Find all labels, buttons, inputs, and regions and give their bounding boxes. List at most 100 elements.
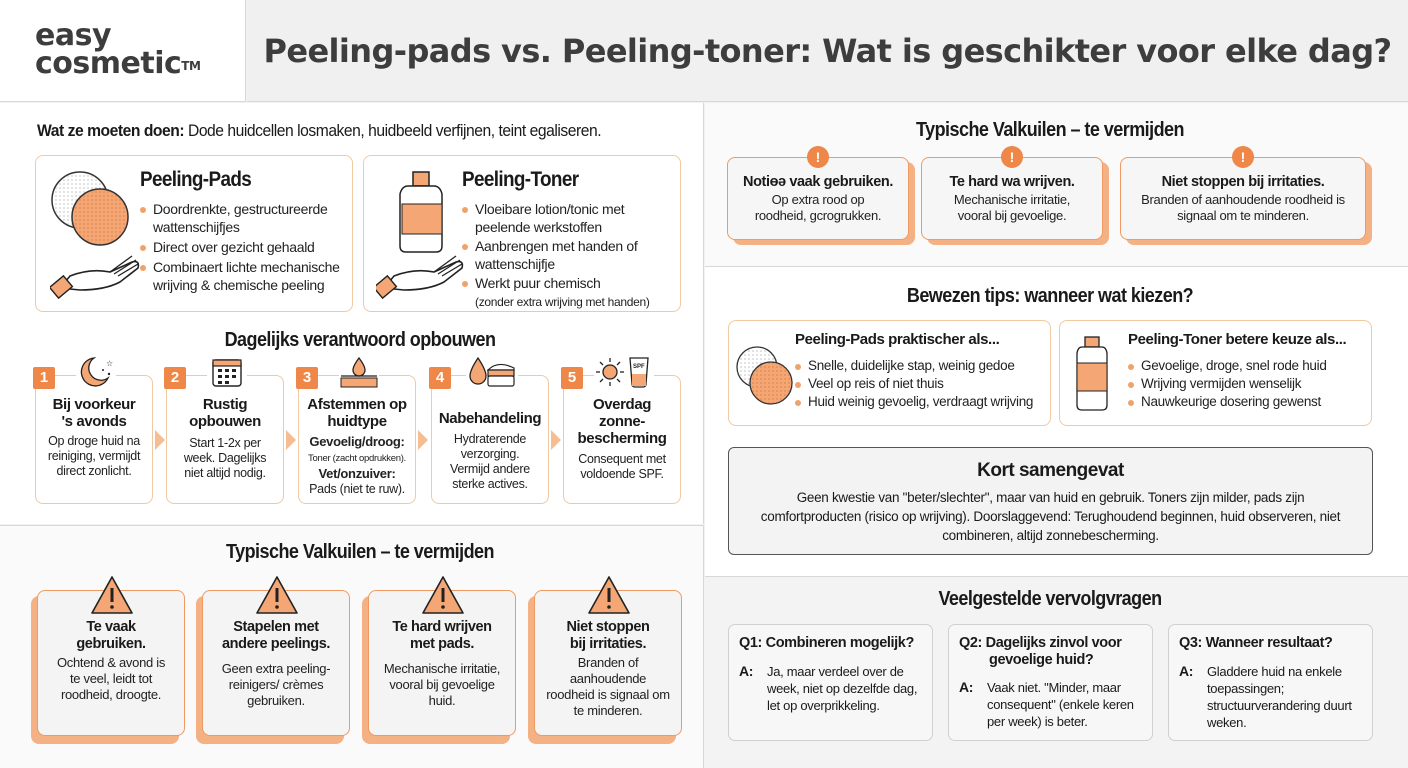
bullet: Nauwkeurige dosering gewenst bbox=[1128, 393, 1327, 411]
page-title: Peeling-pads vs. Peeling-toner: Wat is g… bbox=[263, 31, 1393, 70]
pitfall-body: Op extra rood op roodheid, gcrogrukken. bbox=[754, 192, 882, 223]
faq-title: Veelgestelde vervolgvragen bbox=[938, 588, 1162, 610]
bullet: Wrijving vermijden wenselijk bbox=[1128, 375, 1327, 393]
tip-card-pads: Peeling-Pads praktischer als... Snelle, … bbox=[728, 320, 1051, 426]
brand-line-2: cosmeticTM bbox=[35, 46, 201, 81]
pitfall-body: Mechanische irritatie, vooral bij gevoel… bbox=[953, 192, 1071, 223]
bullet: Vloeibare lotion/tonic met peelende werk… bbox=[462, 200, 672, 236]
page-header: Peeling-pads vs. Peeling-toner: Wat is g… bbox=[247, 0, 1408, 102]
tip-title: Peeling-Pads praktischer als... bbox=[795, 331, 1000, 348]
brand-logo: easy cosmeticTM bbox=[0, 0, 246, 102]
tip-card-toner: Peeling-Toner betere keuze als... Gevoel… bbox=[1059, 320, 1372, 426]
calendar-icon bbox=[207, 356, 247, 388]
alert-icon: ! bbox=[807, 146, 829, 168]
alert-icon: ! bbox=[1232, 146, 1254, 168]
routine-step-1: 1 ☆ Bij voorkeur's avonds Op droge huid … bbox=[33, 356, 153, 504]
step-number: 4 bbox=[429, 367, 451, 389]
warning-icon bbox=[91, 576, 133, 614]
step-number: 2 bbox=[164, 367, 186, 389]
faq-card-2: Q2: Dagelijks zinvol voor gevoelige huid… bbox=[948, 624, 1153, 741]
arrow-icon bbox=[286, 430, 296, 450]
faq-answer: A:Ja, maar verdeel over de week, niet op… bbox=[739, 663, 918, 713]
bullet: Direct over gezicht gehaald bbox=[140, 238, 345, 256]
pitfall-body: Geen extra peeling-reinigers/ crèmes geb… bbox=[221, 661, 331, 708]
bullet: Combinaert lichte mechanische wrijving &… bbox=[140, 258, 345, 294]
summary-box: Kort samengevat Geen kwestie van "beter/… bbox=[728, 447, 1373, 555]
warning-icon bbox=[256, 576, 298, 614]
step-body: Gevoelig/droog:Toner (zacht opdrukken).V… bbox=[308, 434, 406, 496]
bullet-note: (zonder extra wrijving met handen) bbox=[475, 295, 650, 309]
bullet: Aanbrengen met handen of wattenschijfje bbox=[462, 237, 672, 273]
svg-text:☆: ☆ bbox=[106, 359, 113, 368]
cream-jar-icon bbox=[466, 356, 518, 388]
product-card-toner: Peeling-Toner Vloeibare lotion/tonic met… bbox=[363, 155, 681, 312]
product-title: Peeling-Toner bbox=[462, 168, 579, 191]
faq-question: Q3: Wanneer resultaat? bbox=[1179, 635, 1333, 651]
arrow-icon bbox=[155, 430, 165, 450]
toner-bottle-icon bbox=[376, 171, 464, 300]
faq-question: Q2: Dagelijks zinvol voor gevoelige huid… bbox=[959, 635, 1122, 668]
tips-title: Bewezen tips: wanneer wat kiezen? bbox=[906, 285, 1194, 307]
alert-icon: ! bbox=[1001, 146, 1023, 168]
pitfall-right-card: ! Te hard wa wrijven. Mechanische irrita… bbox=[921, 146, 1109, 245]
step-number: 3 bbox=[296, 367, 318, 389]
pitfall-right-card: ! Niet stoppen bij irritaties. Branden o… bbox=[1120, 146, 1372, 245]
faq-answer: A:Vaak niet. "Minder, maar consequent" (… bbox=[959, 679, 1134, 729]
tip-bullets: Snelle, duidelijke stap, weinig gedoe Ve… bbox=[795, 357, 1033, 411]
arrow-icon bbox=[551, 430, 561, 450]
bullet: Veel op reis of niet thuis bbox=[795, 375, 1033, 393]
intro-body: Dode huidcellen losmaken, huidbeeld verf… bbox=[184, 121, 602, 140]
pitfall-title: Notiɵə vaak gebruiken. bbox=[743, 174, 893, 190]
pitfall-title: Niet stoppen bij irritaties. bbox=[1161, 174, 1325, 190]
product-title: Peeling-Pads bbox=[140, 168, 252, 191]
toner-bottle-icon bbox=[1076, 336, 1108, 411]
routine-step-4: 4 Nabehandeling Hydraterende verzorging.… bbox=[429, 356, 549, 504]
warning-icon bbox=[588, 576, 630, 614]
sun-spf-icon: SPF bbox=[594, 356, 654, 388]
bullet: Doordrenkte, gestructureerde wattenschij… bbox=[140, 200, 345, 236]
pitfall-title: Te hard wa wrijven. bbox=[949, 174, 1075, 190]
product-card-pads: Peeling-Pads Doordrenkte, gestructureerd… bbox=[35, 155, 353, 312]
summary-title: Kort samengevat bbox=[977, 460, 1124, 481]
step-number: 1 bbox=[33, 367, 55, 389]
tip-bullets: Gevoelige, droge, snel rode huid Wrijvin… bbox=[1128, 357, 1327, 411]
cotton-pads-icon bbox=[50, 171, 140, 300]
routine-title: Dagelijks verantwoord opbouwen bbox=[224, 329, 496, 351]
cotton-pads-icon bbox=[736, 346, 793, 405]
summary-body: Geen kwestie van "beter/slechter", maar … bbox=[760, 490, 1341, 543]
intro-text: Wat ze moeten doen: Dode huidcellen losm… bbox=[37, 121, 602, 141]
pitfall-body: Branden of aanhoudende roodheid is signa… bbox=[546, 655, 670, 718]
bullet: Huid weinig gevoelig, verdraagt wrijving bbox=[795, 393, 1033, 411]
step-title: Nabehandeling bbox=[438, 410, 542, 427]
pitfalls-left-title: Typische Valkuilen – te vermijden bbox=[226, 541, 495, 563]
brand-line-1: easy bbox=[35, 18, 112, 53]
step-title: Bij voorkeur's avonds bbox=[52, 396, 136, 430]
moon-icon: ☆ bbox=[76, 356, 116, 388]
faq-question: Q1: Combineren mogelijk? bbox=[739, 635, 914, 651]
intro-label: Wat ze moeten doen: bbox=[37, 121, 185, 140]
step-number: 5 bbox=[561, 367, 583, 389]
pitfall-body: Mechanische irritatie, vooral bij gevoel… bbox=[383, 661, 501, 708]
step-body: Start 1-2x per week. Dagelijks niet alti… bbox=[183, 436, 267, 480]
warning-icon bbox=[422, 576, 464, 614]
svg-text:SPF: SPF bbox=[633, 364, 645, 370]
step-body: Op droge huid na reiniging, vermijdt dir… bbox=[47, 434, 141, 478]
tip-title: Peeling-Toner betere keuze als... bbox=[1128, 331, 1347, 348]
faq-card-1: Q1: Combineren mogelijk? A:Ja, maar verd… bbox=[728, 624, 933, 741]
pitfall-right-card: ! Notiɵə vaak gebruiken. Op extra rood o… bbox=[727, 146, 915, 245]
pitfall-body: Ochtend & avond is te veel, leidt tot ro… bbox=[56, 655, 166, 702]
step-body: Hydraterende verzorging. Vermijd andere … bbox=[450, 432, 530, 491]
skin-drop-icon bbox=[339, 356, 379, 388]
